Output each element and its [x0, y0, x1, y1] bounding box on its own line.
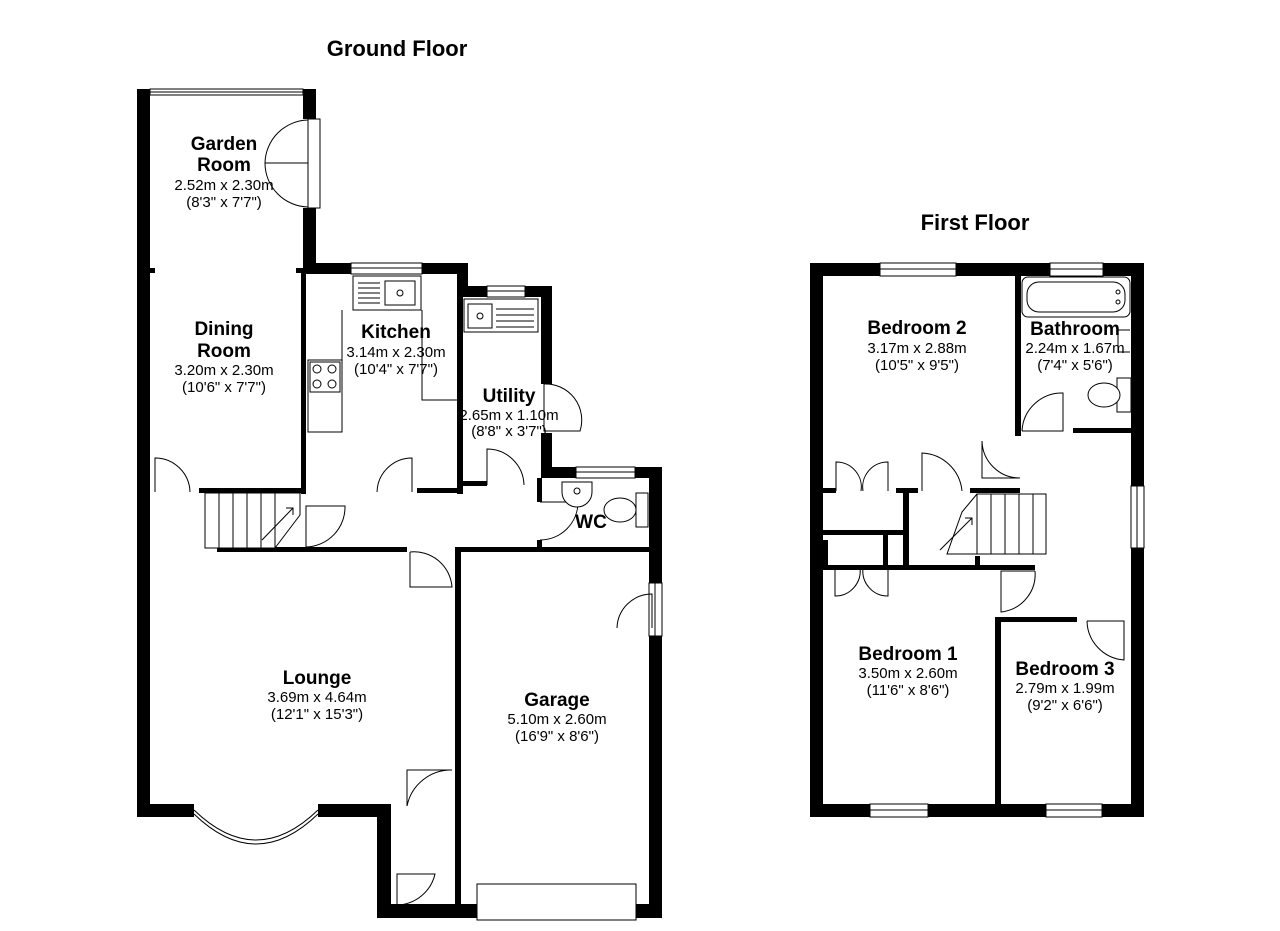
bedroom-2-metric: 3.17m x 2.88m — [867, 340, 966, 357]
garage-imperial: (16'9" x 8'6") — [515, 728, 599, 745]
kitchen-name: Kitchen — [361, 322, 431, 343]
bedroom-3-name: Bedroom 3 — [1015, 659, 1114, 680]
dining-room-imperial: (10'6" x 7'7") — [182, 379, 266, 396]
first-floor-doors — [834, 392, 1125, 661]
bedroom-3-metric: 2.79m x 1.99m — [1015, 680, 1114, 697]
garden-room-name-2: Room — [197, 155, 251, 176]
first-floor-stairs — [939, 493, 1047, 555]
utility-metric: 2.65m x 1.10m — [459, 407, 558, 424]
lounge-imperial: (12'1" x 15'3") — [271, 706, 363, 723]
ground-floor-doors — [154, 118, 653, 906]
bedroom-1-metric: 3.50m x 2.60m — [858, 665, 957, 682]
kitchen-imperial: (10'4" x 7'7") — [354, 361, 438, 378]
first-floor: First Floor — [810, 210, 1145, 818]
dining-room-metric: 3.20m x 2.30m — [174, 362, 273, 379]
bedroom-2-imperial: (10'5" x 9'5") — [875, 357, 959, 374]
utility-imperial: (8'8" x 3'7") — [471, 423, 547, 440]
ground-floor-walls — [137, 89, 662, 918]
first-floor-windows — [869, 262, 1145, 818]
bathroom-metric: 2.24m x 1.67m — [1025, 340, 1124, 357]
utility-name: Utility — [483, 386, 536, 407]
ground-floor-fixtures — [307, 275, 649, 528]
ground-floor: Ground Floor — [137, 36, 663, 921]
bathroom-imperial: (7'4" x 5'6") — [1037, 357, 1113, 374]
ground-floor-stairs — [204, 492, 301, 549]
garage-metric: 5.10m x 2.60m — [507, 711, 606, 728]
bathroom-name: Bathroom — [1030, 319, 1120, 340]
garden-room-imperial: (8'3" x 7'7") — [186, 194, 262, 211]
lounge-name: Lounge — [283, 668, 352, 689]
ground-floor-title: Ground Floor — [327, 36, 468, 61]
garden-room-name-1: Garden — [191, 134, 258, 155]
kitchen-metric: 3.14m x 2.30m — [346, 344, 445, 361]
bedroom-2-name: Bedroom 2 — [867, 318, 966, 339]
first-floor-fixtures — [1021, 276, 1132, 413]
garage-name: Garage — [524, 690, 589, 711]
garden-room-metric: 2.52m x 2.30m — [174, 177, 273, 194]
lounge-metric: 3.69m x 4.64m — [267, 689, 366, 706]
first-floor-title: First Floor — [921, 210, 1030, 235]
bedroom-1-imperial: (11'6" x 8'6") — [867, 682, 950, 699]
first-floor-labels: Bedroom 2 3.17m x 2.88m (10'5" x 9'5") B… — [858, 318, 1124, 714]
ground-floor-labels: Garden Room 2.52m x 2.30m (8'3" x 7'7") … — [174, 134, 607, 745]
dining-room-name-1: Dining — [194, 319, 253, 340]
first-floor-walls — [810, 263, 1144, 817]
wc-name: WC — [575, 512, 607, 533]
ground-floor-windows — [149, 88, 663, 921]
dining-room-name-2: Room — [197, 341, 251, 362]
bedroom-1-name: Bedroom 1 — [858, 644, 958, 665]
bedroom-3-imperial: (9'2" x 6'6") — [1027, 697, 1103, 714]
